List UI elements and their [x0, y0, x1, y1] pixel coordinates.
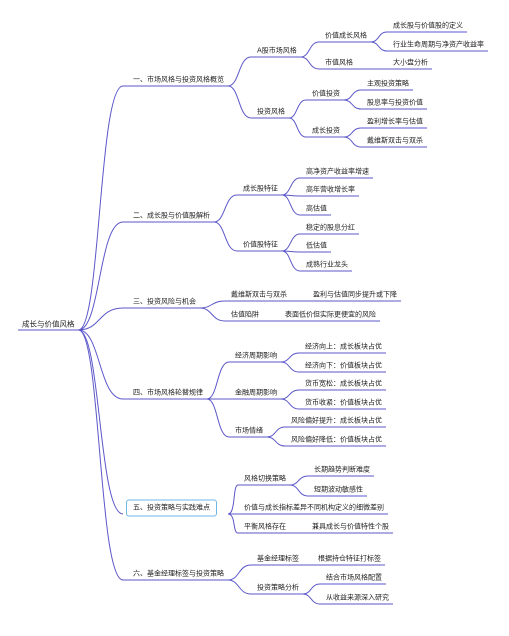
b5-n1-leaf-1[interactable]: 长期趋势判断难度	[314, 465, 370, 474]
link-b1-n1-s2	[300, 56, 320, 70]
link-b1-n1-s1-l1	[370, 31, 388, 43]
link-root-branch-2	[78, 221, 124, 331]
link-b5-n1-l1	[289, 475, 309, 486]
branch-4-node-1[interactable]: 经济周期影响	[235, 351, 277, 360]
branch-1[interactable]: 一、市场风格与投资风格概览	[133, 75, 224, 84]
branch-2-node-2[interactable]: 价值股特征	[243, 240, 278, 249]
link-b2-n2	[213, 221, 238, 252]
link-root-branch-4	[78, 329, 124, 400]
b1-n1-sub-1[interactable]: 价值成长风格	[325, 31, 367, 40]
b4-n2-leaf-2[interactable]: 货币收紧：价值板块占优	[305, 398, 382, 407]
link-b6-n2	[227, 579, 252, 595]
link-b2-n2-l3	[281, 250, 301, 272]
branch-5-node-1[interactable]: 风格切换策略	[244, 474, 286, 483]
b2-n2-leaf-3[interactable]: 成熟行业龙头	[306, 260, 348, 269]
link-root-branch-6	[78, 329, 124, 581]
b4-n2-leaf-1[interactable]: 货币宽松：成长板块占优	[305, 379, 382, 388]
b5-n2-leaf-1[interactable]: 不同机构定义的细微差别	[307, 503, 384, 512]
branch-6[interactable]: 六、基金经理标签与投资策略	[133, 569, 224, 578]
b3-n1-leaf-1[interactable]: 盈利与估值同步提升或下降	[313, 290, 397, 299]
link-b4-n2-l2	[280, 398, 300, 410]
branch-6-node-1[interactable]: 基金经理标签	[257, 554, 299, 563]
link-root-branch-3	[78, 307, 124, 331]
b4-n3-leaf-1[interactable]: 风险偏好提升：成长板块占优	[291, 416, 382, 425]
b1-n2-s1-leaf-2[interactable]: 股息率与投资价值	[367, 98, 423, 107]
link-root-branch-5	[78, 329, 124, 515]
b1-n2-s2-leaf-2[interactable]: 戴维斯双击与双杀	[367, 136, 423, 145]
branch-4-node-3[interactable]: 市场情绪	[235, 426, 263, 435]
root-node[interactable]: 成长与价值风格	[22, 319, 75, 329]
link-b1-n2-s1	[288, 99, 307, 119]
link-b4-n3-l2	[266, 436, 286, 447]
branch-2[interactable]: 二、成长股与价值股解析	[133, 211, 210, 220]
link-b1-n1	[227, 56, 252, 87]
link-b5-n3	[227, 513, 239, 534]
b2-n2-leaf-2[interactable]: 低估值	[306, 241, 327, 250]
link-b2-n1	[213, 194, 238, 223]
link-b4-n3	[206, 398, 230, 438]
link-root-branch-1	[78, 85, 124, 331]
link-b1-n2-s1-l2	[343, 99, 362, 110]
branch-5[interactable]: 五、投资策略与实践难点	[126, 499, 217, 517]
link-b1-n2-s2-l1	[343, 127, 362, 138]
link-b4-n1-l1	[280, 352, 300, 363]
b6-n2-leaf-2[interactable]: 从收益来源深入研究	[326, 593, 389, 602]
branch-3-node-2[interactable]: 估值陷阱	[231, 310, 259, 319]
b2-n2-leaf-1[interactable]: 稳定的股息分红	[306, 223, 355, 232]
branch-6-node-2[interactable]: 投资策略分析	[257, 583, 299, 592]
link-b5-n1-l2	[289, 484, 309, 497]
link-b1-n1-s1	[300, 41, 320, 58]
link-b6-n1	[227, 564, 252, 581]
link-b2-n2-l1	[281, 233, 301, 252]
link-b4-n3-l1	[266, 426, 286, 438]
b1-n1-s1-leaf-2[interactable]: 行业生命周期与净资产收益率	[393, 40, 484, 49]
branch-5-node-2[interactable]: 价值与成长指标差异	[244, 503, 307, 512]
branch-4[interactable]: 四、市场风格轮替规律	[133, 388, 203, 397]
b1-n2-s2-leaf-1[interactable]: 盈利增长率与估值	[367, 117, 423, 126]
b5-n1-leaf-2[interactable]: 短期波动敏感性	[314, 485, 363, 494]
link-b4-n1	[206, 361, 230, 400]
branch-2-node-1[interactable]: 成长股特征	[243, 184, 278, 193]
link-b1-n2	[227, 85, 252, 119]
b1-n1-s2-leaf-1[interactable]: 大小盘分析	[393, 58, 428, 67]
b2-n1-leaf-3[interactable]: 高估值	[306, 204, 327, 213]
b4-n3-leaf-2[interactable]: 风险偏好降低：价值板块占优	[291, 435, 382, 444]
link-b1-n2-s1-l1	[343, 89, 362, 101]
b1-n1-sub-2[interactable]: 市值风格	[325, 58, 353, 67]
b4-n1-leaf-1[interactable]: 经济向上：成长板块占优	[305, 342, 382, 351]
b5-n3-leaf-1[interactable]: 兼具成长与价值特性个股	[312, 522, 389, 531]
link-b2-n1-l1	[281, 177, 301, 196]
link-b3-n2	[199, 307, 226, 322]
b6-n2-leaf-1[interactable]: 结合市场风格配置	[326, 573, 382, 582]
branch-1-node-1[interactable]: A股市场风格	[257, 46, 297, 55]
b1-n2-sub-1[interactable]: 价值投资	[312, 89, 340, 98]
branch-4-node-2[interactable]: 金融周期影响	[235, 388, 277, 397]
branch-3-node-1[interactable]: 戴维斯双击与双杀	[231, 290, 287, 299]
link-b4-n1-l2	[280, 361, 300, 373]
link-b6-n2-l2	[302, 593, 321, 605]
link-b1-n1-s1-l2	[370, 41, 388, 52]
link-b3-n1	[199, 300, 226, 309]
link-b1-n2-s2-l2	[343, 136, 362, 148]
branch-3[interactable]: 三、投资风险与机会	[133, 297, 196, 306]
b1-n1-s1-leaf-1[interactable]: 成长股与价值股的定义	[393, 21, 463, 30]
b2-n1-leaf-1[interactable]: 高净资产收益率增速	[306, 167, 369, 176]
b6-n1-leaf-1[interactable]: 根据持仓特征打标签	[318, 554, 381, 563]
link-b6-n2-l1	[302, 583, 321, 595]
link-b1-n2-s2	[288, 117, 307, 138]
branch-5-node-3[interactable]: 平衡风格存在	[244, 522, 286, 531]
link-b5-n1	[227, 484, 239, 515]
b4-n1-leaf-2[interactable]: 经济向下：价值板块占优	[305, 361, 382, 370]
link-b4-n2-l1	[280, 389, 300, 400]
b3-n2-leaf-1[interactable]: 表面低价但实际更便宜的风险	[285, 310, 376, 319]
b1-n2-sub-2[interactable]: 成长投资	[312, 126, 340, 135]
branch-1-node-2[interactable]: 投资风格	[257, 107, 285, 116]
link-b2-n1-l3	[281, 194, 301, 216]
b1-n2-s1-leaf-1[interactable]: 主观投资策略	[367, 79, 409, 88]
b2-n1-leaf-2[interactable]: 高年营收增长率	[306, 185, 355, 194]
